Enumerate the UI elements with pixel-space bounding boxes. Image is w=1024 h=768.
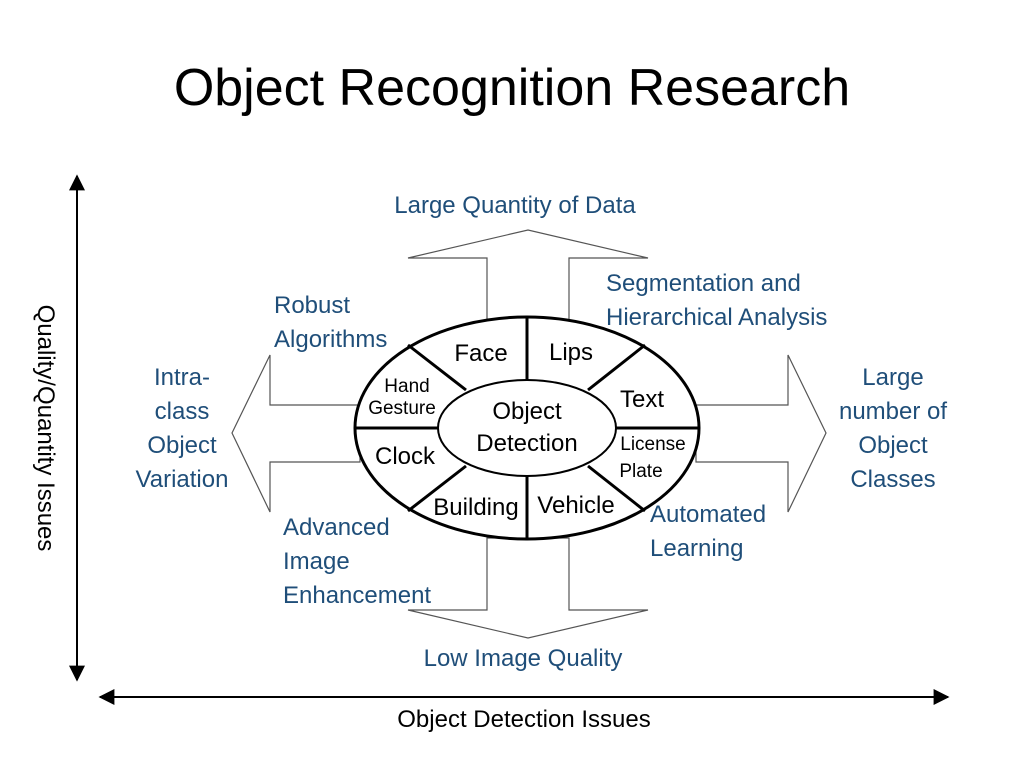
- segment-building: Building: [433, 494, 518, 521]
- segment-license-plate: Plate: [619, 461, 662, 482]
- issue-lower-left: Advanced: [283, 514, 390, 541]
- issue-upper-left: Algorithms: [274, 326, 387, 353]
- issue-upper-right: Hierarchical Analysis: [606, 304, 827, 331]
- divider: [407, 343, 467, 392]
- divider: [407, 464, 467, 513]
- segment-lips: Lips: [549, 339, 593, 366]
- divider: [587, 343, 646, 392]
- horizontal-axis-label: Object Detection Issues: [397, 706, 650, 733]
- right-block-arrow: [695, 354, 827, 513]
- issue-right: Large: [862, 364, 923, 391]
- segment-hand-gesture: Gesture: [368, 398, 436, 419]
- segment-hand-gesture: Hand: [384, 376, 429, 397]
- center-label: Object: [492, 398, 562, 425]
- divider: [587, 464, 646, 513]
- slide-title: Object Recognition Research: [173, 59, 851, 117]
- issue-right: Object: [858, 432, 928, 459]
- issue-lower-left: Image: [283, 548, 350, 575]
- center-ellipse: [437, 379, 617, 477]
- segment-clock: Clock: [375, 443, 436, 470]
- segment-vehicle: Vehicle: [537, 492, 614, 519]
- down-block-arrow: [407, 537, 649, 639]
- issue-lower-right: Learning: [650, 535, 743, 562]
- left-block-arrow: [231, 354, 361, 513]
- issue-upper-left: Robust: [274, 292, 350, 319]
- issue-left: Variation: [136, 466, 229, 493]
- issue-left: class: [155, 398, 210, 425]
- issue-upper-right: Segmentation and: [606, 270, 801, 297]
- issue-right: Classes: [850, 466, 935, 493]
- center-label: Detection: [476, 430, 577, 457]
- segment-license-plate: License: [620, 434, 686, 455]
- segment-text: Text: [620, 386, 664, 413]
- vertical-axis-label: Quality/Quantity Issues: [32, 305, 59, 552]
- issue-left: Object: [147, 432, 217, 459]
- issue-lower-right: Automated: [650, 501, 766, 528]
- segment-face: Face: [454, 340, 507, 367]
- up-block-arrow: [407, 229, 649, 323]
- issue-right: number of: [839, 398, 947, 425]
- issue-top: Large Quantity of Data: [394, 192, 636, 219]
- issue-left: Intra-: [154, 364, 210, 391]
- issue-lower-left: Enhancement: [283, 582, 431, 609]
- issue-bottom: Low Image Quality: [424, 645, 623, 672]
